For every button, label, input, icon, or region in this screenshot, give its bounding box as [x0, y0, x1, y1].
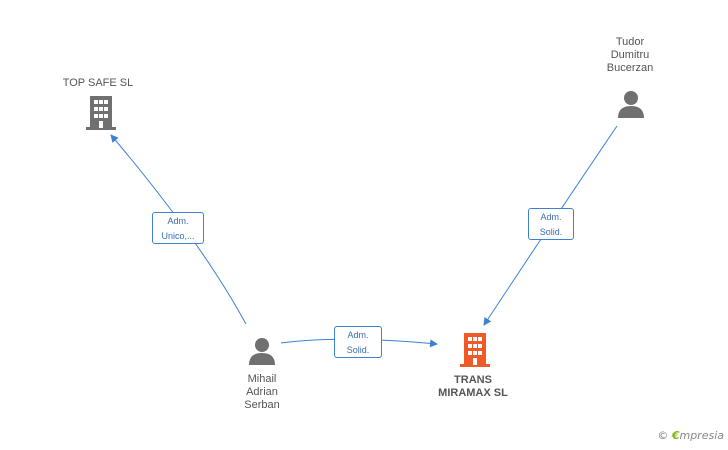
edge-label-line1: Adm.	[167, 216, 189, 226]
edge-label-line2: Unico,...	[161, 231, 195, 241]
empresia-logo-initial: €	[671, 429, 680, 442]
empresia-watermark: © €mpresia	[657, 429, 724, 442]
building-icon[interactable]	[86, 96, 116, 130]
edge-label-adm-solid-mihail[interactable]: Adm. Solid.	[334, 326, 382, 358]
edge-label-adm-unico[interactable]: Adm. Unico,...	[152, 212, 204, 244]
copyright-symbol: ©	[657, 429, 669, 442]
edge-label-line1: Adm.	[347, 330, 369, 340]
edge-label-line2: Solid.	[346, 345, 370, 355]
person-label-tudor[interactable]: Tudor Dumitru Bucerzan	[606, 36, 654, 74]
edge-label-line2: Solid.	[539, 227, 563, 237]
person-label-mihail[interactable]: Mihail Adrian Serban	[244, 373, 280, 411]
person-icon[interactable]	[248, 337, 276, 365]
edge-label-adm-solid-tudor[interactable]: Adm. Solid.	[528, 208, 574, 240]
company-label-top-safe[interactable]: TOP SAFE SL	[62, 77, 134, 89]
edge-label-line1: Adm.	[540, 212, 562, 222]
company-label-trans-miramax[interactable]: TRANS MIRAMAX SL	[438, 374, 508, 399]
building-icon-highlighted[interactable]	[460, 333, 490, 367]
empresia-logo-text: mpresia	[679, 429, 724, 442]
person-icon[interactable]	[617, 90, 645, 118]
